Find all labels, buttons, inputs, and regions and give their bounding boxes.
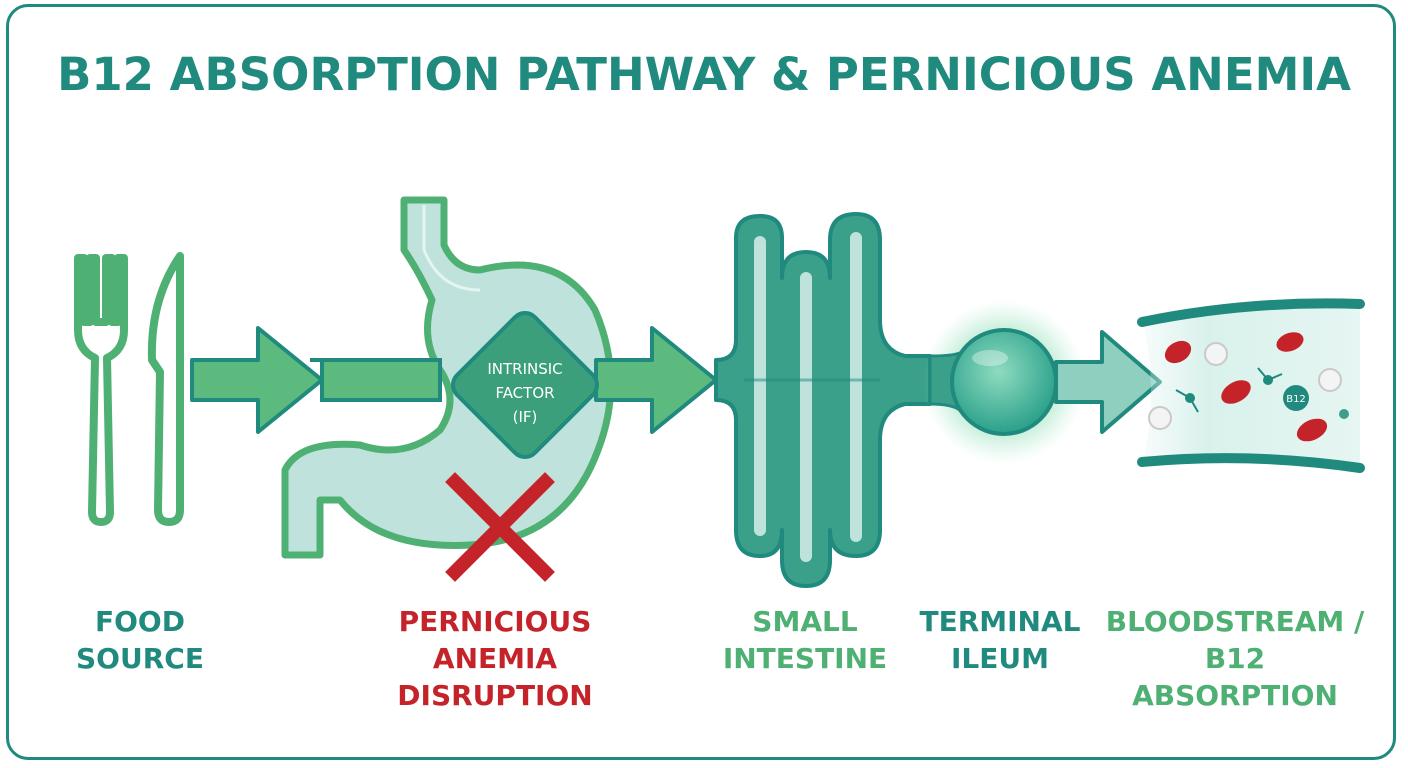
fork-icon [74, 254, 128, 526]
arrow-food-to-stomach [190, 326, 324, 434]
arrow-through-stomach [310, 358, 442, 402]
intrinsic-factor-badge: INTRINSIC FACTOR (IF) [451, 311, 599, 459]
stage-label-bloodstream: BLOODSTREAM /B12 ABSORPTION [1105, 605, 1365, 712]
arrow-ileum-to-blood [1054, 330, 1162, 434]
page-title: B12 ABSORPTION PATHWAY & PERNICIOUS ANEM… [57, 48, 1351, 101]
ileum-icon [922, 300, 1086, 464]
blood-vessel-icon: B12 [1137, 298, 1365, 473]
red-x-icon [445, 472, 555, 582]
arrow-stomach-to-intestine [594, 326, 718, 434]
if-line3: (IF) [513, 408, 538, 426]
b12-badge: B12 [1286, 394, 1306, 405]
if-line2: FACTOR [495, 384, 554, 402]
intestine-icon [714, 212, 932, 588]
knife-icon [147, 252, 184, 526]
if-line1: INTRINSIC [487, 360, 562, 378]
